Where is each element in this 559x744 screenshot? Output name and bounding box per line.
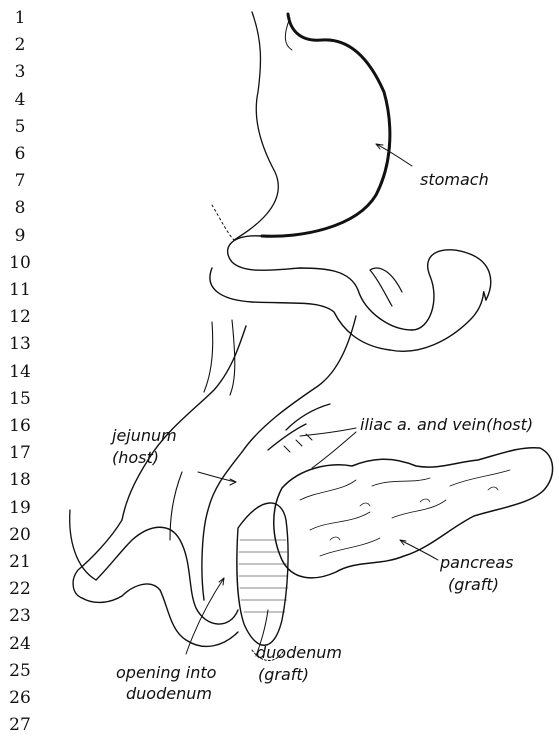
opening-label: opening into <box>116 663 217 682</box>
leader-lines <box>186 144 438 656</box>
pancreas-label: pancreas <box>439 553 513 572</box>
jejunum-label: jejunum <box>110 426 177 445</box>
opening-duodenum-label: duodenum <box>126 684 212 703</box>
stomach-drawing <box>212 12 390 240</box>
iliac-vessels-drawing <box>268 404 330 452</box>
duodenum-label: duodenum <box>256 643 342 662</box>
duodenum-graft-label: (graft) <box>258 665 309 684</box>
jejunum-host-label: (host) <box>112 448 159 467</box>
iliac-label: iliac a. and vein(host) <box>360 415 533 434</box>
pancreas-graft-label: (graft) <box>448 575 499 594</box>
stomach-label: stomach <box>420 170 489 189</box>
